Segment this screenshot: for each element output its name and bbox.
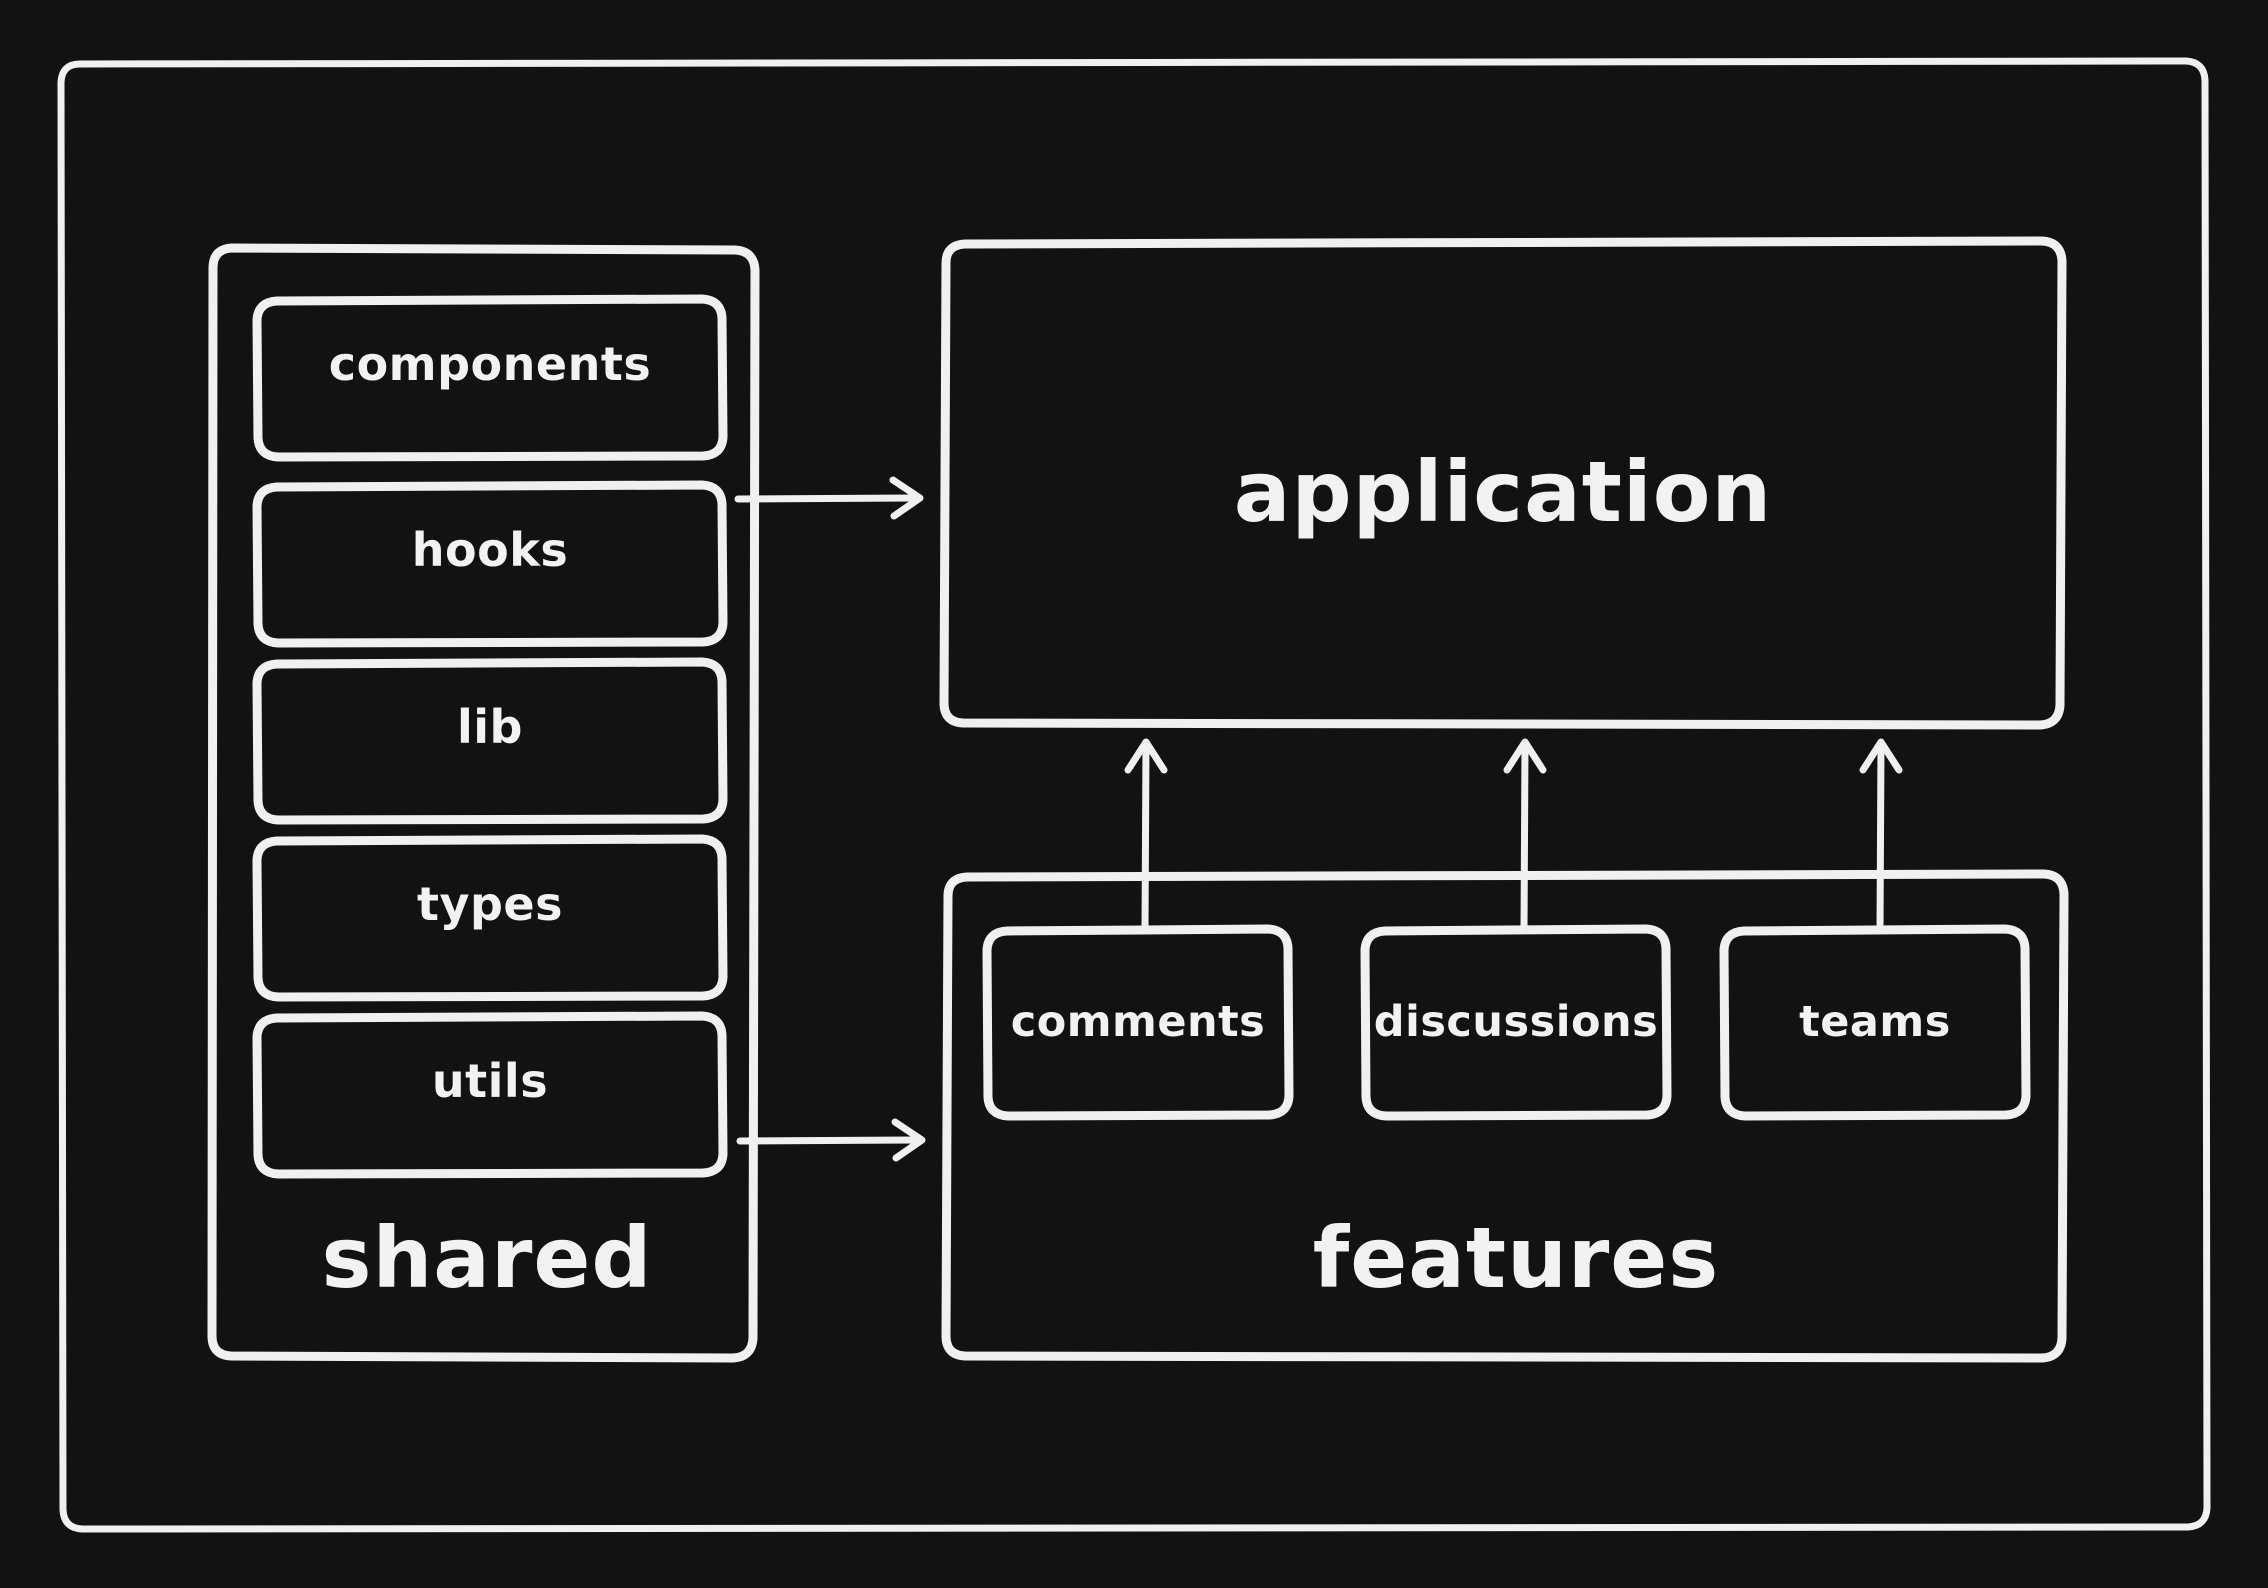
- feature-item-teams[interactable]: [1724, 929, 2026, 1116]
- shared-item-hooks-outline[interactable]: [252, 480, 728, 648]
- shared-item-hooks[interactable]: [257, 485, 723, 643]
- arrow-discussions-to-application: [1503, 738, 1547, 934]
- shared-item-utils[interactable]: [257, 1016, 723, 1174]
- arrow-comments-to-application: [1124, 738, 1168, 934]
- feature-item-teams-outline[interactable]: [1719, 924, 2031, 1121]
- feature-item-comments[interactable]: [987, 929, 1289, 1116]
- application-box-outline[interactable]: [939, 236, 2067, 730]
- arrow-teams-to-application: [1859, 738, 1903, 934]
- shared-item-lib-outline[interactable]: [252, 657, 728, 825]
- features-group-outline[interactable]: [941, 869, 2069, 1363]
- outer-frame: [57, 57, 2211, 1533]
- feature-item-discussions[interactable]: [1365, 929, 1667, 1116]
- shared-item-components[interactable]: [257, 299, 723, 457]
- shared-item-components-outline[interactable]: [252, 294, 728, 462]
- feature-item-comments-outline[interactable]: [982, 924, 1294, 1121]
- feature-item-discussions-outline[interactable]: [1360, 924, 1672, 1121]
- shared-item-types-outline[interactable]: [252, 834, 728, 1002]
- shared-group-outline[interactable]: [207, 243, 760, 1363]
- arrow-shared-to-application: [734, 476, 924, 520]
- shared-item-utils-outline[interactable]: [252, 1011, 728, 1179]
- arrow-shared-to-features: [736, 1118, 926, 1162]
- shared-item-lib[interactable]: [257, 662, 723, 820]
- shared-item-types[interactable]: [257, 839, 723, 997]
- application-box[interactable]: [944, 241, 2062, 725]
